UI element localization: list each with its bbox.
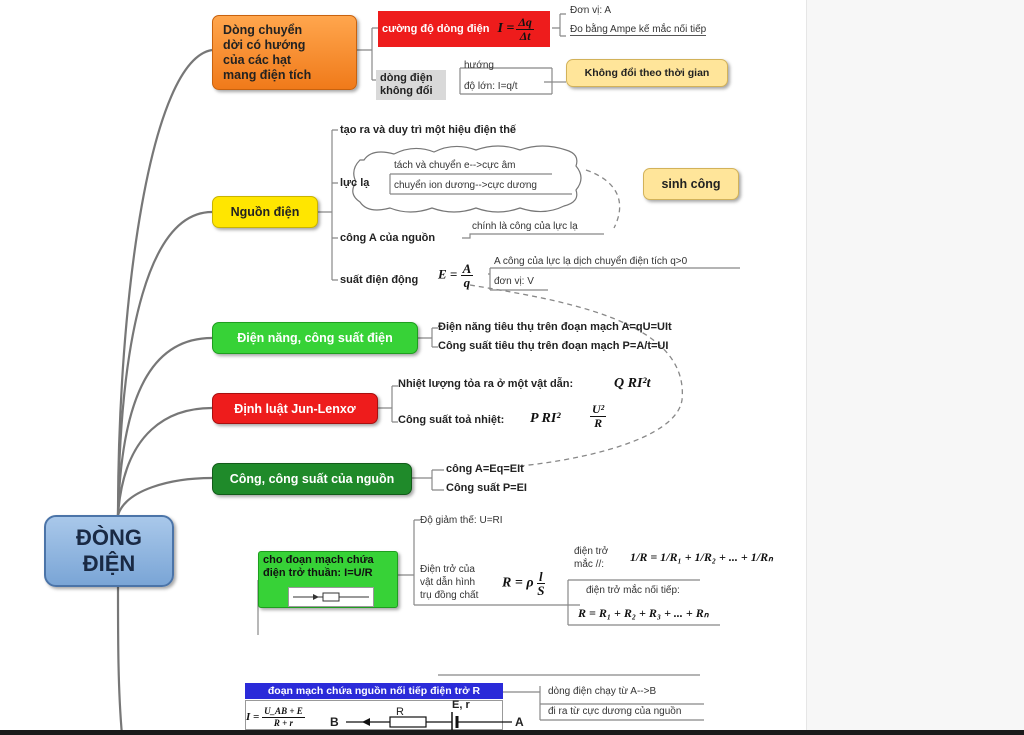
branch1-title-line: mang điện tích bbox=[223, 67, 312, 82]
emf-unit: đơn vị: V bbox=[494, 276, 534, 287]
constant-note-text: Không đổi theo thời gian bbox=[584, 67, 710, 79]
current-formula-fraction: Δq Δt bbox=[516, 14, 534, 43]
series-label: điện trở mắc nối tiếp: bbox=[586, 585, 680, 596]
foreign-force-item-2: chuyển ion dương-->cực dương bbox=[394, 180, 537, 191]
circuit-formula-fraction: U_AB + E R + r bbox=[262, 706, 305, 729]
heat-power-num: U² bbox=[590, 402, 607, 417]
right-blank-pane bbox=[806, 0, 1024, 735]
branch7-title: đoạn mạch chứa nguồn nối tiếp điện trở R bbox=[267, 685, 481, 697]
constant-current-box[interactable]: dòng điện không đổi bbox=[376, 70, 446, 100]
branch2-title: Nguồn điện bbox=[230, 205, 300, 219]
circuit-wire-icon bbox=[346, 712, 512, 730]
electric-energy-line: Điện năng tiêu thụ trên đoạn mạch A=qU=U… bbox=[438, 321, 672, 333]
branch4-title: Định luật Jun-Lenxơ bbox=[234, 401, 356, 416]
circuit-formula-den: R + r bbox=[273, 718, 293, 728]
resistivity-line: Điện trở của bbox=[420, 564, 475, 575]
current-formula-num: Δq bbox=[516, 14, 534, 30]
emf-formula-num: A bbox=[460, 261, 474, 276]
parallel-label-line: mắc //: bbox=[574, 559, 605, 570]
mindmap-connectors bbox=[116, 13, 740, 735]
source-work-note: chính là công của lực lạ bbox=[472, 221, 578, 232]
branch1-title-line: Dòng chuyển bbox=[223, 22, 303, 37]
resistivity-label: Điện trở của vật dẫn hình trụ đồng chất bbox=[420, 563, 478, 602]
current-unit: Đơn vị: A bbox=[570, 5, 612, 16]
circuit-note-direction: dòng điện chạy từ A-->B bbox=[548, 686, 657, 697]
foreign-force-item-1: tách và chuyển e-->cực âm bbox=[394, 160, 516, 171]
current-intensity-box[interactable]: cường độ dòng điện I = Δq Δt bbox=[378, 11, 550, 47]
joule-heat-line: Nhiệt lượng tỏa ra ở một vật dẫn: bbox=[398, 378, 574, 390]
resistivity-formula-num: l bbox=[537, 569, 545, 584]
circuit-current-formula: I = U_AB + E R + r bbox=[246, 706, 305, 729]
circuit-label-A: A bbox=[515, 715, 524, 729]
heat-power-formula: P RI² bbox=[530, 411, 561, 426]
branch-joule-lenz[interactable]: Định luật Jun-Lenxơ bbox=[212, 393, 378, 424]
current-intensity-label: cường độ dòng điện bbox=[382, 23, 490, 35]
source-work-label: công A của nguồn bbox=[340, 232, 436, 244]
central-topic-line1: ĐÒNG bbox=[76, 525, 142, 550]
emf-formula-E: E = bbox=[438, 266, 458, 282]
foreign-force-label: lực lạ bbox=[340, 177, 370, 189]
circuit-label-Er: E, r bbox=[452, 699, 470, 711]
branch1-title-line: của các hạt bbox=[223, 52, 292, 67]
emf-label: suất điện động bbox=[340, 274, 419, 286]
source-create-text: tạo ra và duy trì một hiệu điện thế bbox=[340, 124, 517, 136]
callout-work[interactable]: sinh công bbox=[643, 168, 739, 200]
heat-power-fraction: U² R bbox=[590, 402, 607, 430]
resistivity-formula: R = ρ l S bbox=[502, 570, 545, 597]
constant-note[interactable]: Không đổi theo thời gian bbox=[566, 59, 728, 87]
resistor-diagram bbox=[288, 587, 374, 607]
parallel-label-line: điện trở bbox=[574, 546, 609, 557]
branch-power-source[interactable]: Nguồn điện bbox=[212, 196, 318, 228]
callout-work-text: sinh công bbox=[661, 177, 721, 191]
current-formula-den: Δt bbox=[519, 28, 531, 43]
resistivity-line: vật dẫn hình bbox=[420, 577, 476, 588]
joule-heat-formula: Q RI²t bbox=[614, 376, 651, 391]
emf-note: A công của lực lạ dịch chuyển điện tích … bbox=[494, 256, 688, 267]
branch6-title-line1: cho đoạn mạch chứa bbox=[263, 554, 374, 566]
central-topic[interactable]: ĐÒNG ĐIỆN bbox=[44, 515, 174, 587]
circuit-formula-I: I = bbox=[246, 711, 260, 724]
source-power-formula: Công suất P=EI bbox=[446, 482, 527, 494]
parallel-label: điện trở mắc //: bbox=[574, 545, 608, 571]
electric-power-line: Công suất tiêu thụ trên đoạn mạch P=A/t=… bbox=[438, 340, 669, 352]
central-topic-line2: ĐIỆN bbox=[82, 551, 136, 576]
circuit-label-B: B bbox=[330, 715, 339, 729]
emf-formula-fraction: A q bbox=[460, 261, 474, 290]
branch6-title-line2: điện trở thuần: I=U/R bbox=[263, 567, 373, 579]
circuit-formula-num: U_AB + E bbox=[262, 706, 305, 718]
emf-formula-den: q bbox=[463, 275, 471, 290]
source-work-formula: công A=Eq=EIt bbox=[446, 463, 524, 475]
emf-formula: E = A q bbox=[438, 261, 474, 290]
branch3-title: Điện năng, công suất điện bbox=[237, 331, 393, 345]
branch-current-definition[interactable]: Dòng chuyển dời có hướng của các hạt man… bbox=[212, 15, 357, 90]
current-magnitude: độ lớn: I=q/t bbox=[464, 81, 518, 92]
resistivity-formula-lhs: R = ρ bbox=[502, 575, 534, 591]
branch5-title: Công, công suất của nguồn bbox=[229, 472, 395, 486]
heat-power-den: R bbox=[594, 416, 603, 430]
resistivity-formula-fraction: l S bbox=[537, 570, 545, 597]
branch1-title-line: dời có hướng bbox=[223, 37, 306, 52]
circuit-label-R: R bbox=[396, 706, 404, 718]
heat-power-line: Công suất toả nhiệt: bbox=[398, 414, 505, 426]
constant-current-label-1: dòng điện bbox=[380, 72, 433, 84]
branch-source-work-power[interactable]: Công, công suất của nguồn bbox=[212, 463, 412, 495]
cloud-outline bbox=[352, 145, 582, 213]
current-direction: hướng bbox=[464, 60, 494, 71]
parallel-formula: 1/R = 1/R₁ + 1/R₂ + ... + 1/Rₙ bbox=[630, 550, 773, 564]
branch-source-series-circuit[interactable]: đoạn mạch chứa nguồn nối tiếp điện trở R bbox=[245, 683, 503, 699]
source-circuit-panel bbox=[245, 700, 503, 730]
voltage-drop: Độ giảm thế: U=RI bbox=[420, 515, 503, 526]
circuit-note-positive: đi ra từ cực dương của nguồn bbox=[548, 706, 682, 717]
current-measure: Đo bằng Ampe kế mắc nối tiếp bbox=[570, 24, 707, 36]
resistor-symbol-icon bbox=[293, 592, 369, 602]
resistivity-line: trụ đồng chất bbox=[420, 590, 479, 601]
series-formula: R = R₁ + R₂ + R₃ + ... + Rₙ bbox=[578, 606, 709, 620]
branch-electric-energy[interactable]: Điện năng, công suất điện bbox=[212, 322, 418, 354]
bottom-bar bbox=[0, 730, 1024, 735]
constant-current-label-2: không đổi bbox=[380, 85, 433, 97]
current-formula-I: I = bbox=[497, 21, 515, 36]
resistivity-formula-den: S bbox=[537, 583, 545, 598]
